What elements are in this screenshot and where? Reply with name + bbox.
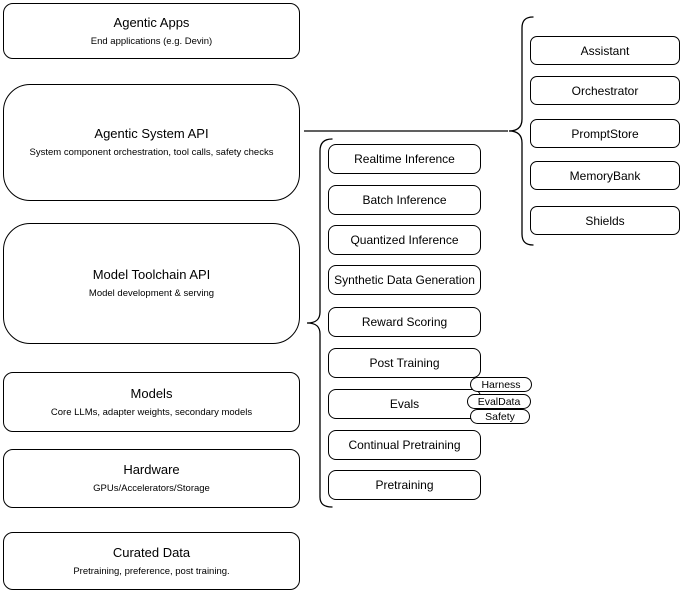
layer-box-model-toolchain-api: Model Toolchain API Model development & … xyxy=(3,223,300,344)
layer-box-hardware: Hardware GPUs/Accelerators/Storage xyxy=(3,449,300,508)
node-post-training: Post Training xyxy=(328,348,481,378)
node-shields: Shields xyxy=(530,206,680,235)
tag-harness: Harness xyxy=(470,377,532,392)
layer-subtitle: Core LLMs, adapter weights, secondary mo… xyxy=(50,406,253,418)
node-memorybank: MemoryBank xyxy=(530,161,680,190)
layer-title: Agentic Apps xyxy=(113,14,190,30)
node-promptstore: PromptStore xyxy=(530,119,680,148)
node-assistant: Assistant xyxy=(530,36,680,65)
layer-title: Hardware xyxy=(123,462,180,477)
node-realtime-inference: Realtime Inference xyxy=(328,144,481,174)
node-orchestrator: Orchestrator xyxy=(530,76,680,105)
layer-box-agentic-apps: Agentic Apps End applications (e.g. Devi… xyxy=(3,3,300,59)
node-quantized-inference: Quantized Inference xyxy=(328,225,481,255)
layer-subtitle: Model development & serving xyxy=(88,288,215,299)
tag-evaldata: EvalData xyxy=(467,394,531,409)
layer-box-models: Models Core LLMs, adapter weights, secon… xyxy=(3,372,300,432)
node-batch-inference: Batch Inference xyxy=(328,185,481,215)
layer-title: Curated Data xyxy=(112,544,191,560)
node-reward-scoring: Reward Scoring xyxy=(328,307,481,337)
node-pretraining: Pretraining xyxy=(328,470,481,500)
tag-safety: Safety xyxy=(470,409,530,424)
layer-subtitle: Pretraining, preference, post training. xyxy=(73,565,230,577)
node-evals: Evals xyxy=(328,389,481,419)
layer-title: Models xyxy=(130,385,173,401)
layer-subtitle: System component orchestration, tool cal… xyxy=(29,147,274,158)
layer-title: Agentic System API xyxy=(94,126,209,141)
node-synthetic-data-generation: Synthetic Data Generation xyxy=(328,265,481,295)
layer-subtitle: GPUs/Accelerators/Storage xyxy=(93,483,210,494)
layer-box-agentic-system-api: Agentic System API System component orch… xyxy=(3,84,300,201)
layer-box-curated-data: Curated Data Pretraining, preference, po… xyxy=(3,532,300,590)
layer-subtitle: End applications (e.g. Devin) xyxy=(90,35,213,47)
layer-title: Model Toolchain API xyxy=(92,267,211,282)
node-continual-pretraining: Continual Pretraining xyxy=(328,430,481,460)
